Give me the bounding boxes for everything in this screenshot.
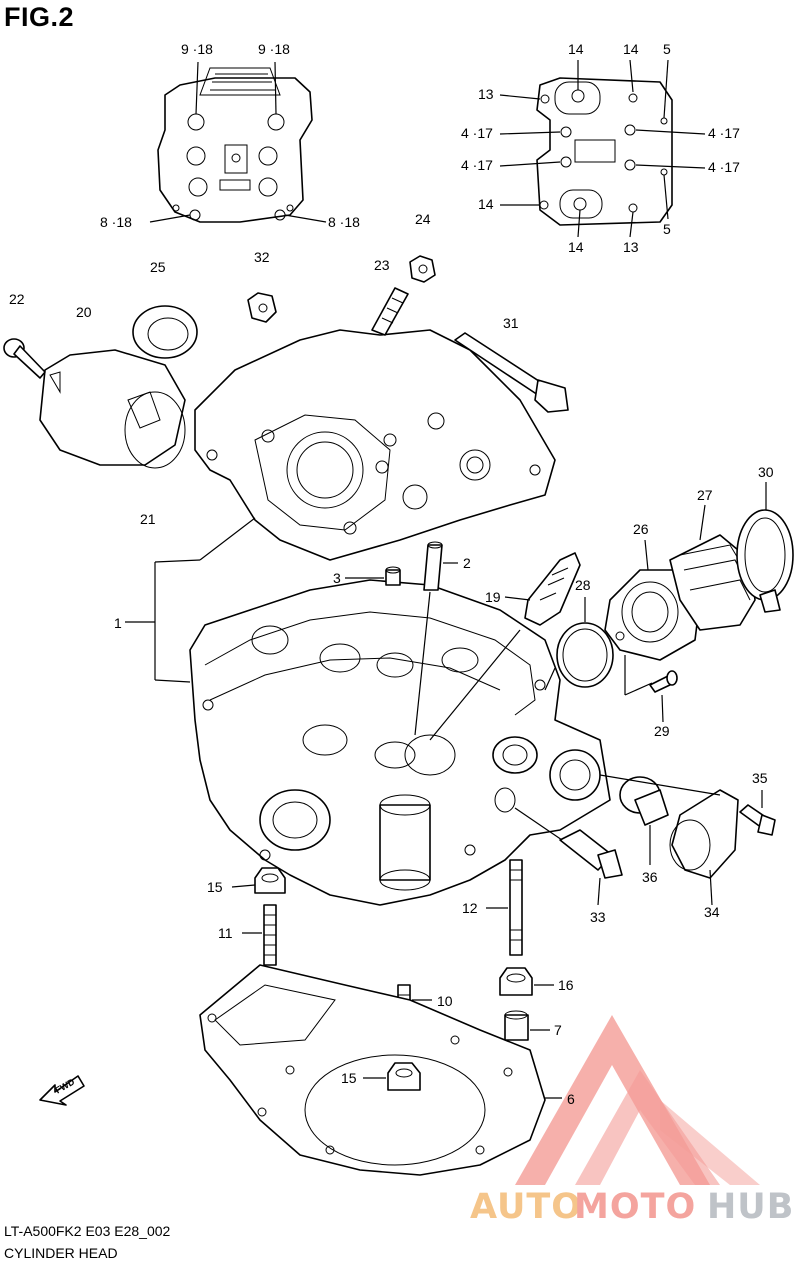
callout-c-2: 2 bbox=[463, 555, 471, 571]
part-28-o-ring bbox=[544, 597, 614, 691]
callout-c-28: 28 bbox=[575, 577, 591, 593]
part-6-head-gasket bbox=[199, 964, 562, 1176]
callout-c-23: 23 bbox=[374, 257, 390, 273]
callout-c-33: 33 bbox=[590, 909, 606, 925]
callout-c-12: 12 bbox=[462, 900, 478, 916]
callout-c-31: 31 bbox=[503, 315, 519, 331]
callout-c-20: 20 bbox=[76, 304, 92, 320]
part-7-dowel bbox=[504, 1010, 550, 1041]
callout-c-25: 25 bbox=[150, 259, 166, 275]
callout-c-9-18-b: 9 ·18 bbox=[258, 41, 290, 57]
part-16-nut bbox=[499, 967, 554, 996]
callout-c-15-a: 15 bbox=[207, 879, 223, 895]
callout-c-22: 22 bbox=[9, 291, 25, 307]
part-11-stud bbox=[242, 904, 277, 966]
callout-c-5-b: 5 bbox=[663, 221, 671, 237]
callout-c-34: 34 bbox=[704, 904, 720, 920]
part-23-stud bbox=[371, 287, 409, 336]
watermark-auto: AUTO bbox=[470, 1187, 582, 1227]
part-36-thermostat bbox=[619, 776, 669, 865]
callout-c-11: 11 bbox=[218, 925, 233, 941]
callout-c-29: 29 bbox=[654, 723, 670, 739]
part-2-guide bbox=[414, 541, 458, 736]
part-33-sensor bbox=[514, 807, 623, 906]
figure-title: FIG.2 bbox=[4, 2, 75, 32]
part-32-nut bbox=[247, 292, 277, 323]
part-15-nut-top bbox=[231, 867, 286, 894]
part-30-clamp bbox=[736, 482, 794, 613]
callout-c-4-17-a: 4 ·17 bbox=[461, 125, 493, 141]
part-15-nut-bottom bbox=[363, 1062, 421, 1091]
inset-head-top-view bbox=[149, 61, 327, 223]
callout-c-6: 6 bbox=[567, 1091, 575, 1107]
part-1-cylinder-head bbox=[125, 517, 611, 906]
part-3-dowel bbox=[345, 566, 401, 586]
part-20-cover bbox=[39, 349, 186, 469]
part-24-nut bbox=[409, 255, 436, 283]
callout-c-4-17-c: 4 ·17 bbox=[461, 157, 493, 173]
callout-c-24: 24 bbox=[415, 211, 431, 227]
callout-c-13-b: 13 bbox=[623, 239, 639, 255]
watermark-triangle bbox=[515, 1015, 710, 1185]
callout-c-4-17-d: 4 ·17 bbox=[708, 159, 740, 175]
part-34-water-outlet bbox=[599, 774, 739, 906]
part-12-stud bbox=[486, 859, 523, 956]
fwd-arrow-icon: FWD bbox=[39, 1075, 85, 1106]
callout-c-4-17-b: 4 ·17 bbox=[708, 125, 740, 141]
watermark-triangle-right bbox=[660, 1100, 760, 1185]
callout-c-5-a: 5 bbox=[663, 41, 671, 57]
part-26-intake-pipe bbox=[604, 539, 701, 696]
callout-c-13-a: 13 bbox=[478, 86, 494, 102]
callout-c-14-b: 14 bbox=[623, 41, 639, 57]
callout-c-21: 21 bbox=[140, 511, 156, 527]
part-22-bolt bbox=[3, 338, 46, 379]
part-31-bolt bbox=[454, 332, 569, 413]
callout-c-14-a: 14 bbox=[568, 41, 584, 57]
part-29-screw bbox=[649, 670, 678, 723]
callout-c-1: 1 bbox=[114, 615, 122, 631]
part-19-spark-plug bbox=[429, 552, 581, 741]
callout-c-16: 16 bbox=[558, 977, 574, 993]
watermark-moto: MOTO bbox=[574, 1187, 696, 1227]
part-35-bolt bbox=[739, 790, 776, 836]
part-25-seal bbox=[132, 305, 198, 359]
callout-c-14-c: 14 bbox=[478, 196, 494, 212]
callout-c-10: 10 bbox=[437, 993, 453, 1009]
callout-c-30: 30 bbox=[758, 464, 774, 480]
callout-c-7: 7 bbox=[554, 1022, 562, 1038]
callout-c-8-18-b: 8 ·18 bbox=[328, 214, 360, 230]
callout-c-32: 32 bbox=[254, 249, 270, 265]
callout-c-14-d: 14 bbox=[568, 239, 584, 255]
watermark-triangle-inner bbox=[575, 1070, 720, 1185]
callout-c-15-b: 15 bbox=[341, 1070, 357, 1086]
callout-c-27: 27 bbox=[697, 487, 713, 503]
part-intake-pipe bbox=[194, 329, 556, 561]
callout-c-8-18-a: 8 ·18 bbox=[100, 214, 132, 230]
footer-section-name: CYLINDER HEAD bbox=[4, 1245, 118, 1261]
callout-c-3: 3 bbox=[333, 570, 341, 586]
callout-c-19: 19 bbox=[485, 589, 501, 605]
inset-cam-holder bbox=[499, 59, 706, 238]
watermark-text: AUTO MOTO HUB bbox=[470, 1187, 794, 1227]
callout-c-26: 26 bbox=[633, 521, 649, 537]
watermark-logo bbox=[515, 1015, 760, 1185]
watermark-hub: HUB bbox=[707, 1187, 794, 1227]
footer-model-code: LT-A500FK2 E03 E28_002 bbox=[4, 1223, 171, 1239]
callout-c-9-18-a: 9 ·18 bbox=[181, 41, 213, 57]
callout-c-35: 35 bbox=[752, 770, 768, 786]
callout-c-36: 36 bbox=[642, 869, 658, 885]
